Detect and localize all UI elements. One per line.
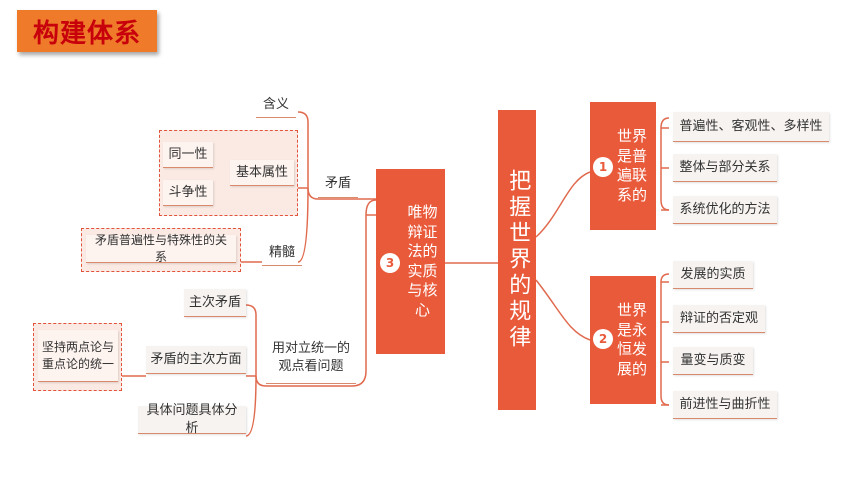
branch1-label: 世界是普遍联系的 xyxy=(616,127,647,204)
branch2-item-negation: 辩证的否定观 xyxy=(673,305,765,333)
branch3-number-badge: 3 xyxy=(380,253,400,273)
branch1-number-badge: 1 xyxy=(593,157,613,177)
bracket-branch2 xyxy=(660,273,670,406)
unity-view-node: 用对立统一的观点看问题 xyxy=(266,336,356,384)
branch3-node: 唯物辩证法的实质与核心 xyxy=(376,169,445,354)
branch1-item-whole-part: 整体与部分关系 xyxy=(673,154,777,182)
identity-node: 同一性 xyxy=(163,142,213,168)
branch1-item-system-optimization: 系统优化的方法 xyxy=(673,196,777,224)
universality-particularity-node: 矛盾普遍性与特殊性的关系 xyxy=(86,233,236,264)
page-title: 构建体系 xyxy=(17,10,157,52)
bracket-branch1 xyxy=(660,117,670,211)
branch2-label: 世界是永恒发展的 xyxy=(616,301,647,378)
meaning-node: 含义 xyxy=(256,92,296,118)
struggle-node: 斗争性 xyxy=(163,180,213,206)
link-main-branch1 xyxy=(535,171,591,238)
two-points-key-point-node: 坚持两点论与重点论的统一 xyxy=(38,330,118,382)
branch2-number-badge: 2 xyxy=(593,329,613,349)
bracket-core xyxy=(351,199,377,387)
link-main-branch2 xyxy=(535,279,591,341)
principal-contradiction-node: 主次矛盾 xyxy=(184,289,246,317)
branch2-item-essence: 发展的实质 xyxy=(673,261,753,289)
contradiction-node: 矛盾 xyxy=(318,170,358,198)
branch3-label: 唯物辩证法的实质与核心 xyxy=(407,203,438,319)
branch1-item-universality: 普遍性、客观性、多样性 xyxy=(673,112,829,142)
branch2-item-progress-twist: 前进性与曲折性 xyxy=(673,391,777,419)
essence-node: 精髓 xyxy=(262,240,302,266)
main-node: 把握世界的规律 xyxy=(498,110,536,410)
basic-attributes-node: 基本属性 xyxy=(230,160,294,186)
branch2-item-quantity-quality: 量变与质变 xyxy=(673,347,753,375)
concrete-analysis-node: 具体问题具体分析 xyxy=(138,403,246,436)
principal-aspect-node: 矛盾的主次方面 xyxy=(146,346,246,374)
